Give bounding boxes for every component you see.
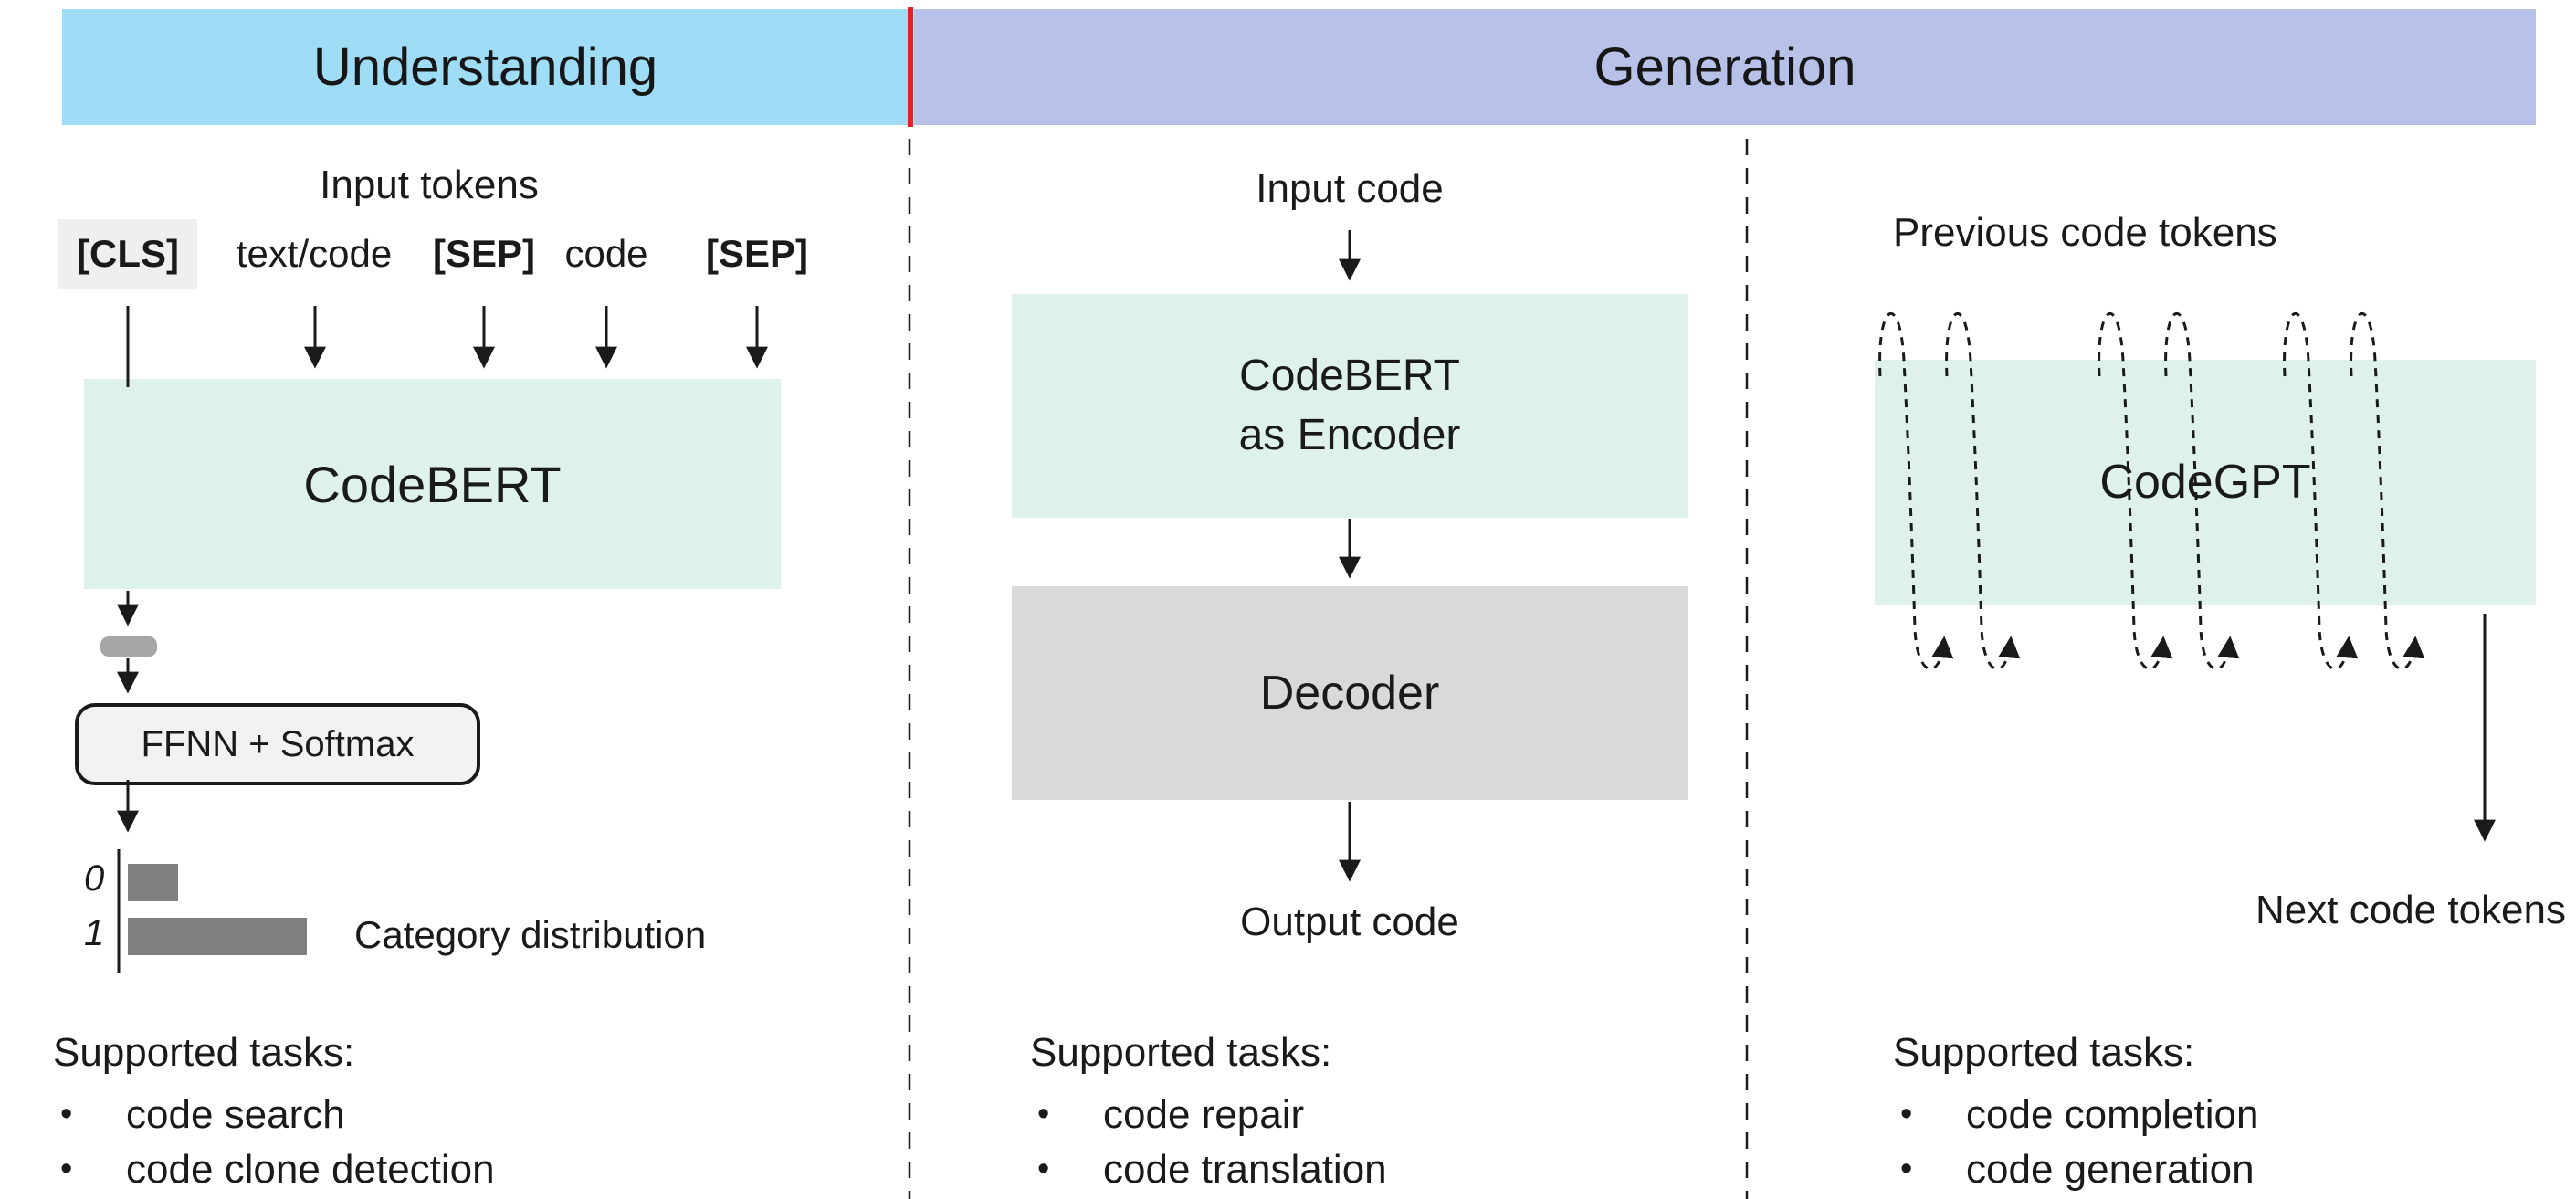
bullet-icon: • — [1037, 1095, 1050, 1133]
header-understanding: Understanding — [62, 9, 909, 125]
input-tokens-label: Input tokens — [320, 163, 539, 207]
token-chip-textcode: text/code — [236, 232, 393, 275]
token-chip-cls: [CLS] — [58, 219, 197, 289]
decoder-label: Decoder — [1259, 667, 1440, 720]
task-item: • code generation — [1893, 1147, 2255, 1193]
task-label: code generation — [1966, 1147, 2255, 1192]
supported-tasks-title-gpt: Supported tasks: — [1893, 1030, 2195, 1075]
task-label: code repair — [1103, 1092, 1305, 1137]
category-label-0: 0 — [84, 858, 105, 899]
decoder-box: Decoder — [1012, 586, 1688, 800]
task-item: • code repair — [1030, 1092, 1304, 1138]
previous-tokens-label: Previous code tokens — [1893, 210, 2277, 255]
codebert-label: CodeBERT — [303, 455, 562, 513]
header-generation-label: Generation — [1593, 37, 1856, 97]
bullet-icon: • — [60, 1095, 73, 1133]
task-item: • code translation — [1030, 1147, 1387, 1193]
bullet-icon: • — [1900, 1150, 1913, 1188]
next-tokens-label: Next code tokens — [2255, 888, 2566, 932]
ffnn-softmax-box: FFNN + Softmax — [75, 703, 480, 785]
task-label: code search — [126, 1092, 345, 1137]
output-code-label: Output code — [1240, 899, 1459, 944]
task-label: code completion — [1966, 1092, 2259, 1137]
cls-embedding-connector — [100, 636, 157, 657]
task-item: • code search — [53, 1092, 345, 1138]
bullet-icon: • — [1900, 1095, 1913, 1133]
header-understanding-label: Understanding — [312, 37, 658, 97]
task-item: • code clone detection — [53, 1147, 495, 1193]
bullet-icon: • — [60, 1150, 73, 1188]
supported-tasks-title-understanding: Supported tasks: — [53, 1030, 355, 1075]
category-bar-1 — [128, 918, 307, 955]
encoder-label-line1: CodeBERT — [1239, 351, 1460, 400]
ffnn-softmax-label: FFNN + Softmax — [141, 723, 415, 764]
category-caption: Category distribution — [354, 913, 707, 956]
token-chip-sep1: [SEP] — [432, 232, 536, 275]
bullet-icon: • — [1037, 1150, 1050, 1188]
task-label: code clone detection — [126, 1147, 495, 1192]
encoder-label-line2: as Encoder — [1238, 410, 1461, 459]
input-code-label: Input code — [1256, 166, 1444, 211]
supported-tasks-title-seq2seq: Supported tasks: — [1030, 1030, 1332, 1075]
task-item: • code completion — [1893, 1092, 2258, 1138]
codegpt-label: CodeGPT — [2099, 456, 2311, 509]
category-bar-0 — [128, 864, 178, 901]
task-label: code translation — [1103, 1147, 1387, 1192]
codegpt-box: CodeGPT — [1875, 360, 2536, 605]
header-generation: Generation — [914, 9, 2536, 125]
token-chip-sep2: [SEP] — [705, 232, 809, 275]
encoder-box: CodeBERT as Encoder — [1012, 294, 1688, 518]
token-chip-code: code — [564, 232, 648, 275]
codebert-box: CodeBERT — [84, 379, 781, 589]
category-label-1: 1 — [84, 913, 105, 953]
